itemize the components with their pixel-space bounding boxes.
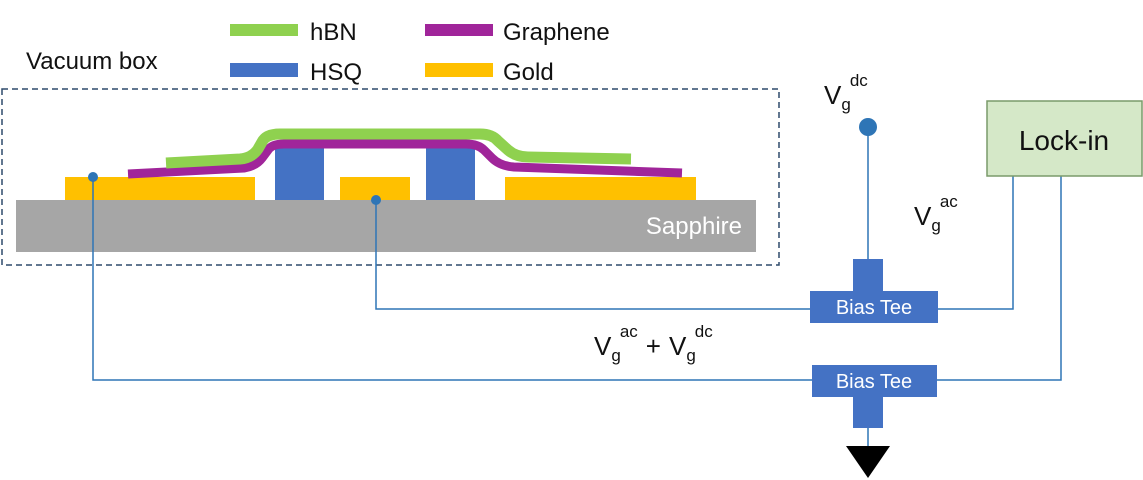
wire-center-to-top-tee xyxy=(375,200,810,310)
wire-top-tee-to-lockin xyxy=(938,176,1014,310)
ground-icon xyxy=(846,446,890,478)
bias-tee-bottom-label: Bias Tee xyxy=(836,371,912,393)
wire-bottom-tee-to-lockin xyxy=(937,176,1062,381)
legend-hbn-swatch xyxy=(230,24,298,36)
lock-in-amplifier: Lock-in xyxy=(986,100,1143,177)
vg-sum-label: Vgac+Vgdc xyxy=(594,322,713,365)
wire-gate-to-bottom-tee xyxy=(92,177,812,381)
bias-tee-top: Bias Tee xyxy=(810,259,938,323)
hsq-pillar-left xyxy=(275,147,324,200)
dc-source-node xyxy=(859,118,877,136)
legend-graphene-label: Graphene xyxy=(503,19,610,46)
vacuum-box xyxy=(1,88,780,266)
gold-electrode-right xyxy=(505,177,696,200)
gate-contact-node xyxy=(88,172,98,182)
legend-hsq-swatch xyxy=(230,63,298,77)
gold-electrode-center xyxy=(340,177,410,200)
graphene-layer xyxy=(127,139,683,179)
sapphire-substrate xyxy=(16,200,756,252)
bias-tee-bottom-body xyxy=(812,365,937,397)
legend: hBN Graphene HSQ Gold xyxy=(230,19,610,86)
legend-gold-label: Gold xyxy=(503,59,554,86)
center-contact-node xyxy=(371,195,381,205)
bias-tee-top-label: Bias Tee xyxy=(836,297,912,319)
wiring xyxy=(92,127,1062,446)
bias-tee-bottom: Bias Tee xyxy=(812,365,937,428)
vacuum-box-label: Vacuum box xyxy=(26,48,158,75)
bias-tee-top-stem xyxy=(853,259,883,292)
legend-graphene-swatch xyxy=(425,24,493,36)
legend-hbn-label: hBN xyxy=(310,19,357,46)
vg-ac-label: Vgac xyxy=(914,192,958,235)
legend-hsq-label: HSQ xyxy=(310,59,362,86)
sapphire-label: Sapphire xyxy=(646,213,742,240)
lock-in-box xyxy=(986,100,1143,177)
bias-tee-top-body xyxy=(810,291,938,323)
legend-gold-swatch xyxy=(425,63,493,77)
bias-tee-bottom-stem xyxy=(853,396,883,428)
vg-dc-label: Vgdc xyxy=(824,71,868,114)
hsq-pillar-right xyxy=(426,147,475,200)
gold-electrode-left xyxy=(65,177,255,200)
lock-in-label: Lock-in xyxy=(1019,125,1109,156)
hbn-layer xyxy=(165,128,632,169)
